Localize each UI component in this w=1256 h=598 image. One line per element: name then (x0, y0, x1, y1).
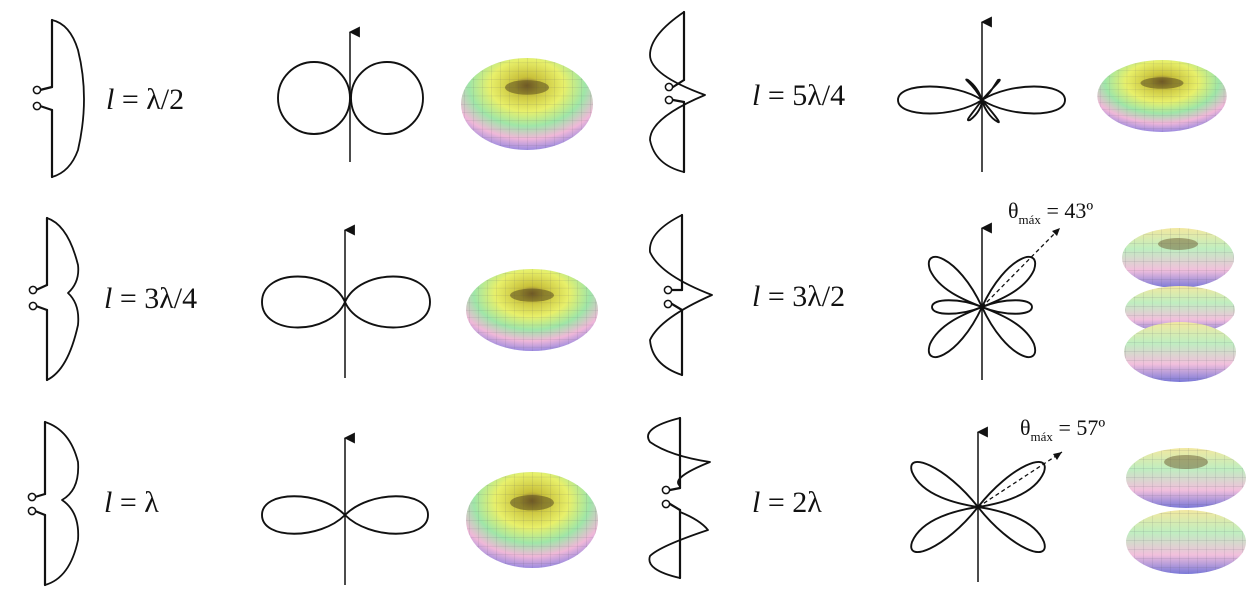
panel-half-wave: l = λ/2 (32, 18, 593, 179)
pattern-3d-torus (466, 269, 598, 351)
theta-max-annotation: θmáx = 43º (1008, 198, 1093, 227)
length-label: l = 3λ/4 (104, 282, 197, 315)
antenna-three-quarter-wave (28, 216, 80, 382)
polar-pattern-2d (261, 224, 431, 378)
polar-pattern-2d (927, 222, 1061, 380)
length-label: l = λ (104, 486, 159, 519)
panel-five-quarter-wave: l = 5λ/4 (649, 10, 1227, 174)
length-label: l = 3λ/2 (752, 280, 845, 313)
polar-pattern-2d (261, 432, 429, 585)
antenna-full-wave (27, 420, 80, 587)
pattern-3d-torus (1097, 60, 1227, 132)
antenna-three-half-wave (649, 213, 713, 377)
length-label: l = 2λ (752, 486, 822, 519)
antenna-five-quarter-wave (649, 10, 706, 174)
pattern-3d-torus (461, 58, 593, 150)
panel-three-quarter-wave: l = 3λ/4 (28, 216, 598, 382)
pattern-3d-stacked-tori (1126, 448, 1246, 574)
panel-three-half-wave: l = 3λ/2 θmáx = 43º (649, 198, 1236, 382)
length-label: l = 5λ/4 (752, 79, 845, 112)
pattern-3d-stacked-tori (1122, 228, 1236, 382)
polar-pattern-2d (277, 26, 424, 162)
length-label: l = λ/2 (106, 83, 184, 116)
polar-pattern-2d (910, 426, 1063, 582)
pattern-3d-torus (466, 472, 598, 568)
polar-pattern-2d (897, 16, 1066, 172)
theta-max-annotation: θmáx = 57º (1020, 415, 1105, 444)
antenna-two-wave (647, 416, 711, 580)
panel-full-wave: l = λ (27, 420, 598, 587)
panel-two-wave: l = 2λ θmáx = 57º (647, 415, 1246, 582)
antenna-half-wave (32, 18, 85, 179)
